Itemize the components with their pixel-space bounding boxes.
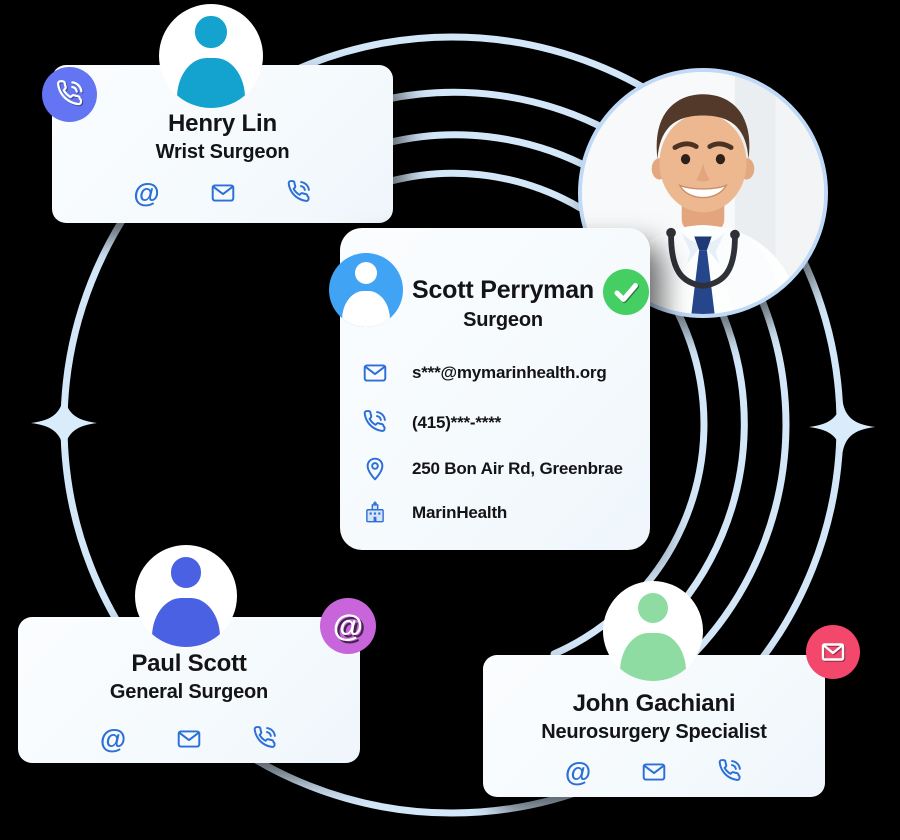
at-icon[interactable]: @: [99, 724, 127, 754]
phone-badge: [42, 67, 97, 122]
doctor-name: Henry Lin: [168, 110, 277, 137]
contact-row-address[interactable]: 250 Bon Air Rd, Greenbrae: [362, 454, 623, 484]
address-value: 250 Bon Air Rd, Greenbrae: [412, 459, 623, 478]
mail-icon[interactable]: [176, 726, 202, 752]
doctor-specialty: Surgeon: [463, 309, 543, 331]
hospital-value: MarinHealth: [412, 503, 508, 522]
doctor-specialty: Wrist Surgeon: [155, 141, 290, 163]
phone-icon: [56, 79, 82, 105]
check-icon: [614, 283, 638, 302]
doctor-name: John Gachiani: [572, 690, 736, 717]
phone-icon[interactable]: [717, 759, 743, 785]
at-icon[interactable]: @: [133, 178, 160, 208]
at-badge: @: [320, 598, 376, 654]
sparkle-left: [31, 394, 97, 452]
pin-icon: [366, 457, 384, 481]
avatar-john-gachiani: [603, 581, 703, 681]
contact-row-email[interactable]: s***@mymarinhealth.org: [362, 358, 607, 388]
doctor-name: Scott Perryman: [412, 276, 594, 304]
person-icon: [195, 16, 227, 48]
contact-actions: @: [52, 178, 393, 208]
mail-badge: [806, 625, 860, 679]
mail-icon[interactable]: [641, 759, 667, 785]
person-icon: [170, 557, 202, 588]
contact-row-phone[interactable]: (415)***-****: [362, 408, 501, 438]
contact-row-hospital[interactable]: MarinHealth: [362, 498, 507, 528]
contact-actions: @: [483, 757, 825, 787]
avatar-paul-scott: [135, 545, 237, 647]
mail-icon: [821, 643, 845, 661]
doctor-name: Paul Scott: [131, 650, 247, 677]
verified-badge: [603, 269, 649, 315]
mail-icon[interactable]: [210, 180, 236, 206]
mail-icon: [363, 364, 387, 382]
ring-2: [379, 88, 790, 725]
doctor-specialty: General Surgeon: [109, 681, 269, 703]
person-icon: [638, 593, 668, 623]
doctor-specialty: Neurosurgery Specialist: [541, 721, 767, 743]
email-value: s***@mymarinhealth.org: [412, 363, 607, 382]
avatar-henry-lin: [159, 4, 263, 108]
at-icon: @: [332, 608, 364, 643]
phone-icon[interactable]: [252, 726, 278, 752]
sparkle-right: [809, 398, 875, 456]
phone-icon: [363, 410, 386, 432]
avatar-scott-perryman: [329, 253, 403, 327]
phone-value: (415)***-****: [412, 413, 502, 432]
hospital-icon: [366, 501, 384, 523]
phone-icon[interactable]: [286, 180, 312, 206]
at-icon[interactable]: @: [564, 757, 592, 787]
person-icon: [354, 261, 378, 285]
contact-actions: @: [18, 724, 360, 754]
